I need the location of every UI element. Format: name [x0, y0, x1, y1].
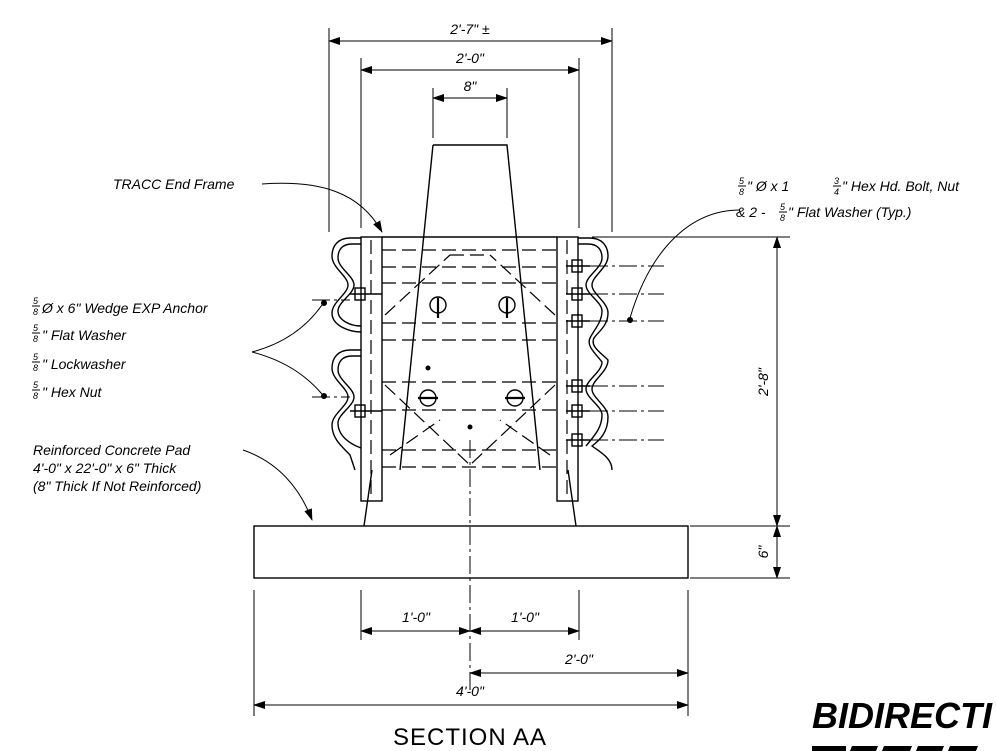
- left-w-beam-rail: [331, 237, 382, 471]
- dim-left-half-text: 1'-0": [402, 609, 431, 625]
- label-pad-line2: 4'-0" x 22'-0" x 6" Thick: [33, 460, 177, 476]
- label-bolt-line2b: " Flat Washer (Typ.): [788, 204, 911, 220]
- svg-text:8: 8: [33, 307, 38, 317]
- label-flat-washer: " Flat Washer: [42, 327, 127, 343]
- svg-text:5: 5: [33, 352, 39, 362]
- leader-bolt: [629, 209, 741, 319]
- svg-text:8: 8: [33, 334, 38, 344]
- label-bolt-line2: & 2 -: [736, 204, 766, 220]
- leader-anchor-top: [251, 304, 323, 353]
- dim-half-pad-text: 2'-0": [564, 651, 594, 667]
- label-hex-nut: " Hex Nut: [42, 384, 103, 400]
- dim-pad-thickness-text: 6": [755, 545, 771, 559]
- label-pad-line3: (8" Thick If Not Reinforced): [33, 478, 201, 494]
- svg-text:5: 5: [739, 176, 745, 186]
- label-pad-line1: Reinforced Concrete Pad: [33, 442, 191, 458]
- svg-text:5: 5: [33, 323, 39, 333]
- sheet-title: BIDIRECTI: [812, 695, 993, 736]
- label-anchor: Ø x 6" Wedge EXP Anchor: [41, 300, 209, 316]
- dim-top-width-text: 8": [464, 78, 478, 94]
- svg-text:4: 4: [834, 187, 839, 197]
- frame-slots: [418, 296, 525, 430]
- sheet-title-second-line-fragment: [812, 746, 978, 751]
- dim-pad-width-text: 4'-0": [456, 683, 485, 699]
- trapezoid-nose: [363, 144, 577, 527]
- concrete-pad: [253, 525, 689, 579]
- svg-text:8: 8: [739, 187, 744, 197]
- dimension-text: 2'-7" ± 2'-0" 8" 2'-8" 6" 1'-0" 1'-0" 2'…: [402, 21, 771, 699]
- label-lockwasher: " Lockwasher: [42, 356, 127, 372]
- dim-overall-width-text: 2'-7" ±: [449, 21, 490, 37]
- svg-text:5: 5: [33, 296, 39, 306]
- svg-text:8: 8: [33, 363, 38, 373]
- callouts: TRACC End Frame 5 8 " Ø x 1 3 4 " Hex Hd…: [32, 176, 960, 494]
- section-title: SECTION AA: [393, 724, 547, 751]
- label-bolt-line1b: " Hex Hd. Bolt, Nut: [842, 178, 960, 194]
- leaders: [242, 182, 741, 521]
- right-post: [556, 236, 579, 502]
- leader-concrete-pad: [242, 449, 313, 521]
- right-w-beam-rail: [566, 237, 613, 471]
- dimension-lines: [253, 37, 781, 709]
- svg-text:5: 5: [33, 380, 39, 390]
- leader-tracc-end-frame: [261, 182, 383, 233]
- dim-height-text: 2'-8": [755, 367, 771, 397]
- leader-anchor-bottom: [251, 351, 323, 395]
- bolt-centerlines: [312, 265, 664, 441]
- label-tracc-end-frame: TRACC End Frame: [113, 176, 235, 192]
- svg-text:5: 5: [780, 202, 786, 212]
- dim-right-half-text: 1'-0": [511, 609, 540, 625]
- svg-text:8: 8: [33, 391, 38, 401]
- dim-post-span-text: 2'-0": [455, 50, 485, 66]
- svg-text:3: 3: [834, 176, 839, 186]
- tracc-end-frame: [360, 236, 579, 502]
- label-bolt-line1: " Ø x 1: [747, 178, 789, 194]
- svg-text:8: 8: [780, 213, 785, 223]
- left-post: [360, 236, 383, 502]
